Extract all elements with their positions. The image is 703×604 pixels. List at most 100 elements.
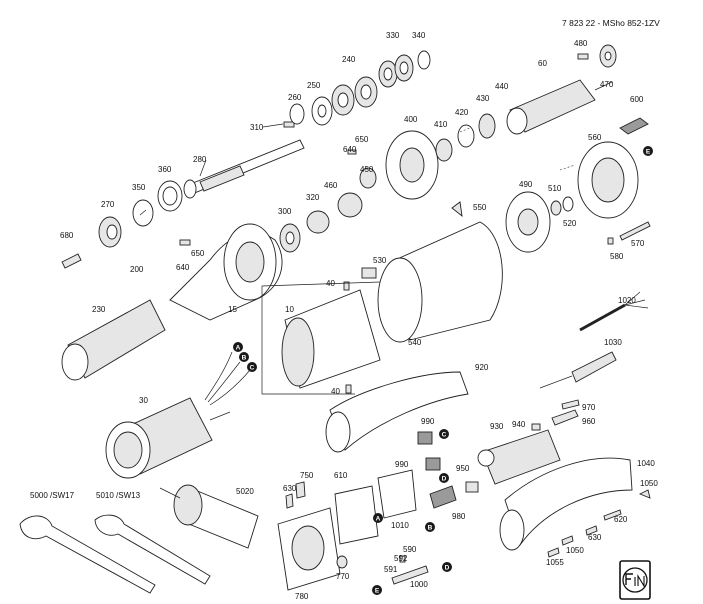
marker-e-1: E: [643, 146, 653, 156]
part-770: [336, 555, 348, 569]
label-30: 30: [139, 396, 148, 405]
part-940: [531, 423, 541, 431]
label-540: 540: [408, 338, 422, 347]
part-410: [435, 138, 453, 162]
part-950: [465, 481, 479, 493]
part-480: [577, 53, 589, 60]
svg-text:E: E: [646, 149, 651, 156]
label-330: 330: [386, 31, 400, 40]
part-1010: [377, 469, 417, 519]
part-960: [551, 409, 579, 426]
fein-logo: [619, 560, 651, 600]
label-360: 360: [158, 165, 172, 174]
label-600: 600: [630, 95, 644, 104]
part-260: [289, 103, 305, 125]
label-15: 15: [228, 305, 237, 314]
label-300: 300: [278, 207, 292, 216]
label-560: 560: [588, 133, 602, 142]
part-550: [451, 201, 463, 218]
label-280: 280: [193, 155, 207, 164]
part-970: [561, 399, 580, 410]
label-240: 240: [342, 55, 356, 64]
label-340: 340: [412, 31, 426, 40]
label-590: 590: [403, 545, 417, 554]
part-680: [61, 253, 82, 269]
label-1040: 1040: [637, 459, 655, 468]
label-591: 591: [384, 565, 398, 574]
spindle-group: [61, 50, 431, 269]
part-5020-side-handle: [159, 484, 259, 549]
part-10-field-housing: [281, 281, 381, 394]
label-970: 970: [582, 403, 596, 412]
part-240-bearings: [331, 76, 378, 116]
part-340: [417, 50, 431, 70]
label-580: 580: [610, 252, 624, 261]
label-990b: 990: [395, 460, 409, 469]
marker-b-1: B: [239, 352, 249, 362]
label-630b: 630: [283, 484, 297, 493]
part-630b: [285, 493, 294, 509]
part-620: [603, 509, 622, 521]
part-530: [361, 267, 377, 279]
label-640a: 640: [343, 145, 357, 154]
svg-text:A: A: [236, 345, 241, 352]
label-480: 480: [574, 39, 588, 48]
svg-text:D: D: [445, 565, 450, 572]
part-400-cover: [385, 130, 439, 200]
drawing-code: 7 823 22 - MSho 852-1ZV: [562, 18, 660, 28]
part-5000-wrench: [19, 515, 156, 594]
label-592: 592: [394, 554, 408, 563]
label-310: 310: [250, 123, 264, 132]
label-440: 440: [495, 82, 509, 91]
label-510: 510: [548, 184, 562, 193]
label-350: 350: [132, 183, 146, 192]
svg-text:C: C: [250, 365, 255, 372]
label-270: 270: [101, 200, 115, 209]
label-1050b: 1050: [566, 546, 584, 555]
label-650b: 650: [191, 249, 205, 258]
part-510: [550, 200, 562, 216]
part-980: [429, 485, 457, 509]
part-420: [457, 124, 475, 148]
label-320: 320: [306, 193, 320, 202]
part-5010-wrench: [94, 514, 211, 585]
marker-d-1: D: [439, 473, 449, 483]
svg-text:B: B: [242, 355, 247, 362]
marker-a-2: A: [373, 513, 383, 523]
label-1050a: 1050: [640, 479, 658, 488]
label-60: 60: [538, 59, 547, 68]
label-250: 250: [307, 81, 321, 90]
part-540-motor-housing: [377, 221, 503, 343]
marker-e-2: E: [372, 585, 382, 595]
label-1030: 1030: [604, 338, 622, 347]
label-430: 430: [476, 94, 490, 103]
label-1000: 1000: [410, 580, 428, 589]
part-640b: [347, 149, 357, 155]
label-620: 620: [614, 515, 628, 524]
part-930-switch: [477, 429, 561, 485]
svg-text:E: E: [375, 588, 380, 595]
label-680: 680: [60, 231, 74, 240]
part-1040-handle-shell: [499, 457, 633, 551]
marker-c-1: C: [247, 362, 257, 372]
part-580: [607, 237, 614, 245]
label-230: 230: [92, 305, 106, 314]
part-30-stator: [105, 397, 213, 479]
label-200: 200: [130, 265, 144, 274]
part-610: [334, 485, 379, 545]
part-460: [337, 192, 363, 218]
part-1050b: [561, 535, 574, 546]
part-640a-screw: [179, 239, 191, 246]
marker-c-2: C: [439, 429, 449, 439]
label-410: 410: [434, 120, 448, 129]
label-1010: 1010: [391, 521, 409, 530]
part-1055: [547, 547, 560, 558]
part-990a: [417, 431, 433, 445]
label-990a: 990: [421, 417, 435, 426]
label-5010: 5010 /SW13: [96, 491, 141, 500]
label-980: 980: [452, 512, 466, 521]
marker-a-1: A: [233, 342, 243, 352]
label-570: 570: [631, 239, 645, 248]
label-770: 770: [336, 572, 350, 581]
part-560-brush-housing: [577, 141, 639, 219]
